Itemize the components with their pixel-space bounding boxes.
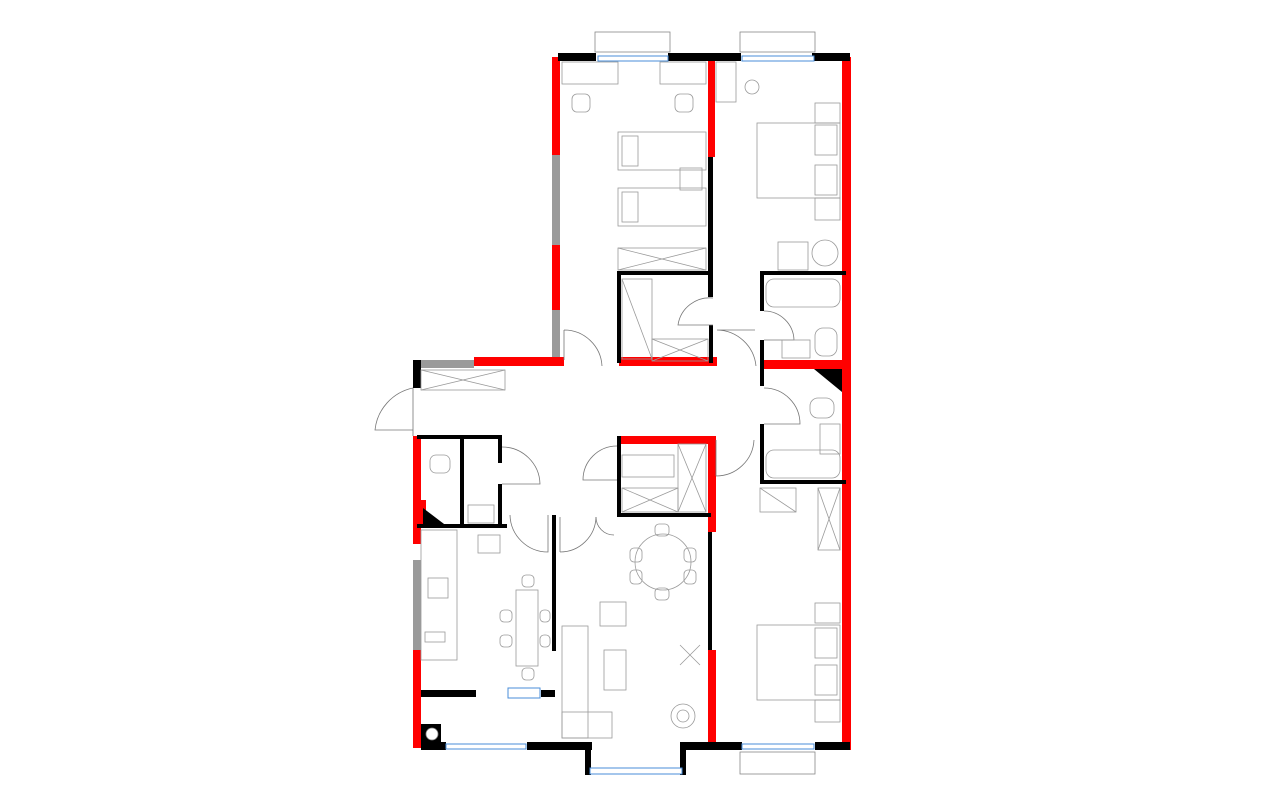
partition-walls <box>413 53 850 775</box>
doors <box>374 297 801 553</box>
windows <box>425 31 816 775</box>
furniture <box>420 61 841 739</box>
load-bearing-walls <box>413 57 851 750</box>
